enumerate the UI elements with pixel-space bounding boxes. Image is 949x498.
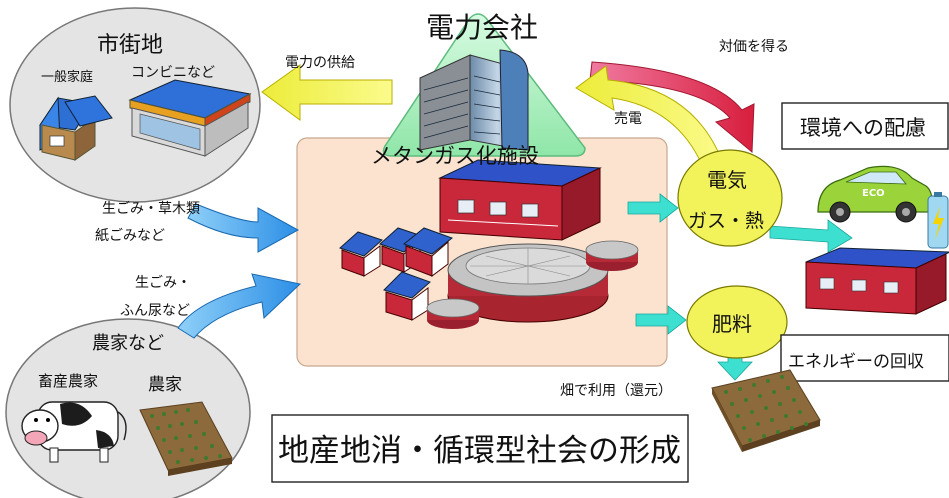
tank-large-illustration [447, 243, 609, 323]
battery-icon [927, 192, 949, 249]
field-use-label: 畑で利用（還元） [560, 383, 672, 399]
office-building-illustration [419, 49, 529, 151]
store-label: コンビニなど [131, 65, 215, 81]
garbage-2-line-b: ふん尿など [120, 303, 190, 319]
sell-power-label: 売電 [614, 111, 642, 127]
right-building-illustration [805, 247, 949, 315]
livestock-label: 畜産農家 [38, 372, 99, 390]
arrow-to-car [769, 219, 853, 253]
energy-label-b: ガス・熱 [688, 210, 765, 232]
house-label: 一般家庭 [41, 70, 94, 85]
field-illustration-large [711, 369, 821, 452]
tank-small-illustrations [426, 240, 639, 329]
arrow-garbage-2 [177, 273, 302, 339]
facility-title: メタンガス化施設 [371, 144, 539, 168]
environment-box [781, 102, 949, 150]
headline-box [271, 414, 689, 483]
small-houses-illustration [339, 227, 454, 321]
garbage-2-line-a: 生ごみ・ [135, 275, 191, 291]
farmer-label: 農家 [148, 375, 182, 395]
car-plate-label: ECO [862, 188, 885, 199]
fertilizer-circle [686, 285, 788, 359]
farm-title: 農家など [92, 333, 164, 354]
garbage-1-line-b: 紙ごみなど [95, 228, 165, 244]
garbage-1-line-a: 生ごみ・草木類 [102, 201, 200, 217]
power-supply-label: 電力の供給 [285, 55, 355, 71]
eco-car-illustration [817, 165, 933, 223]
energy-recovery-label: エネルギーの回収 [788, 352, 924, 372]
environment-label: 環境への配慮 [800, 116, 926, 140]
fertilizer-label: 肥料 [712, 312, 752, 336]
energy-circle [677, 149, 783, 247]
arrow-to-energy [627, 193, 679, 223]
headline: 地産地消・循環型社会の形成 [278, 433, 681, 469]
arrow-garbage-1 [187, 203, 300, 253]
facility-building-illustration [438, 159, 602, 241]
power-company-title: 電力会社 [426, 11, 539, 44]
arrow-to-fertilizer [635, 305, 687, 335]
store-illustration [128, 79, 252, 157]
city-title: 市街地 [97, 33, 164, 58]
energy-recovery-box [780, 334, 949, 382]
arrow-power-supply [261, 64, 393, 121]
get-payment-label: 対価を得る [719, 39, 789, 55]
arrow-sell-power [575, 65, 725, 173]
energy-label-a: 電気 [707, 168, 747, 192]
house-illustration [39, 95, 113, 161]
cow-illustration [21, 401, 127, 463]
field-illustration-small [139, 401, 233, 476]
